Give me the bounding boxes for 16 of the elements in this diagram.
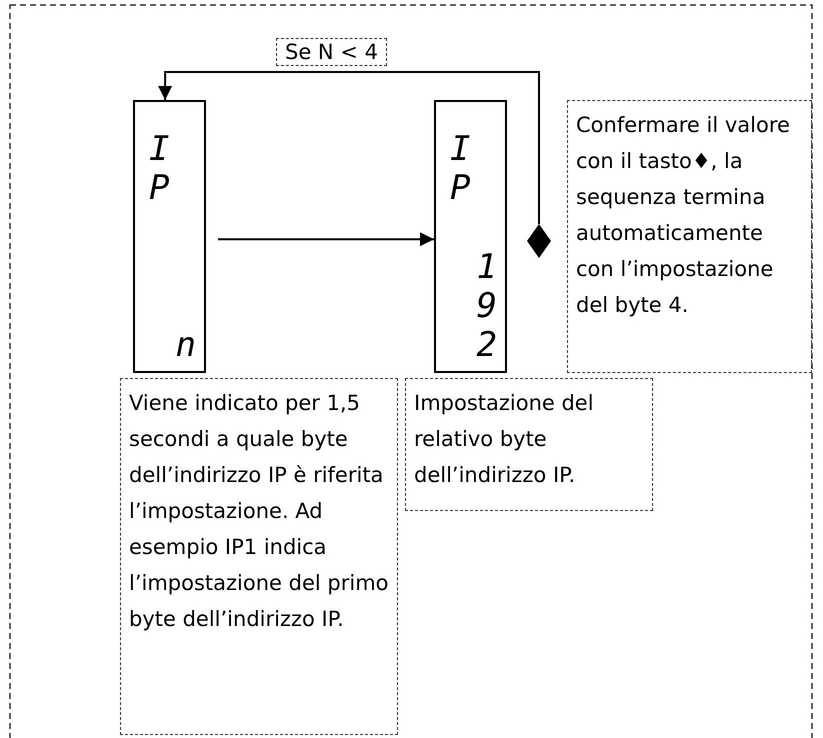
- note-box: [567, 100, 812, 373]
- lcd-display: [133, 100, 206, 373]
- note-box: [405, 378, 653, 511]
- note-box: [120, 378, 398, 735]
- arrow: [158, 71, 540, 224]
- display-digits: IP: [149, 130, 170, 208]
- diamond-key-icon: [527, 224, 551, 258]
- lcd-display: [434, 100, 507, 373]
- edge-label: Se N < 4: [276, 38, 387, 66]
- display-digits: 192: [476, 248, 497, 365]
- arrow: [218, 232, 434, 246]
- display-digits: n: [176, 326, 196, 365]
- note-text: Impostazione del relativo byte dell’indirizzo IP.: [414, 390, 595, 489]
- display-digits: IP: [450, 130, 470, 208]
- note-text: Confermare il valore con il tasto♦, la sequenza termina automaticamente con l’impostazione del byte 4.: [576, 112, 791, 319]
- note-text: Viene indicato per 1,5 secondi a quale byte dell’indirizzo IP è riferita l’impostazione. Ad esempio IP1 indica l’impostazione del primo byte dell’indirizzo IP.: [129, 390, 389, 633]
